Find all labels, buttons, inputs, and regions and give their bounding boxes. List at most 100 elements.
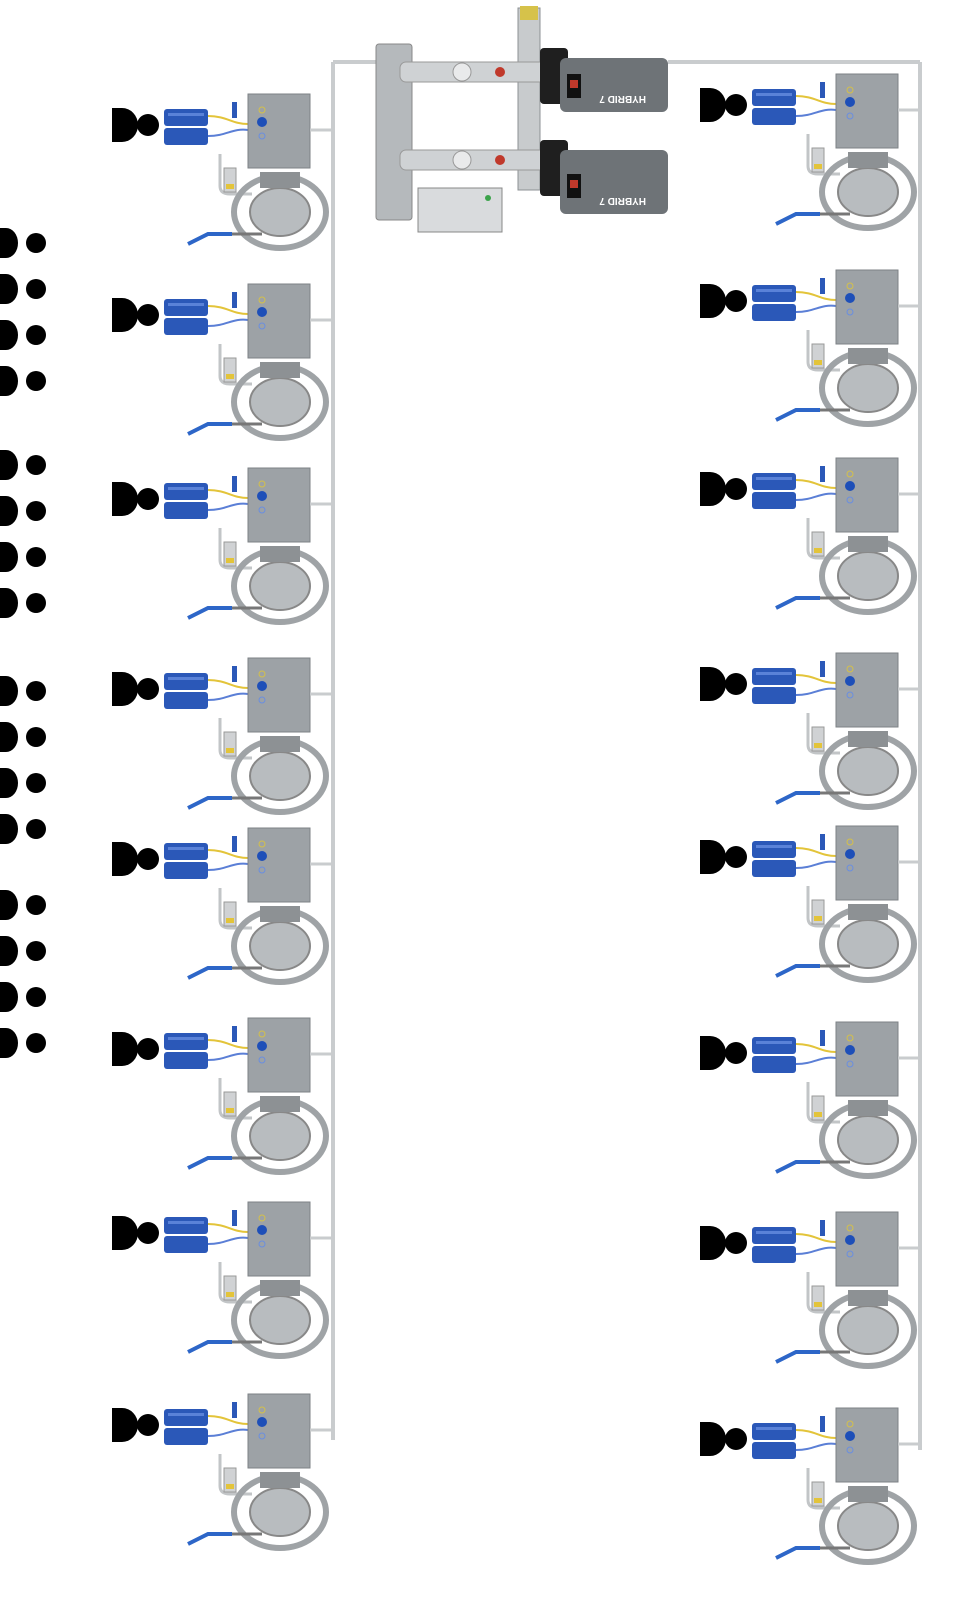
dispenser-stripe (168, 113, 204, 116)
car-icon-dot (725, 1232, 747, 1254)
yellow-hose (795, 291, 837, 301)
hose-reel-hub (249, 561, 311, 611)
station-left-7 (112, 1201, 333, 1359)
reel-hose (806, 1082, 840, 1124)
valve-handle (232, 666, 237, 682)
blue-dispenser-upper (164, 1409, 208, 1426)
cabinet-port (258, 1432, 266, 1440)
cabinet-indicator (846, 282, 854, 290)
blue-dispenser-lower (752, 1246, 796, 1263)
blue-dispenser-lower (164, 128, 208, 145)
car-icon (112, 672, 138, 706)
car-icon-dot (137, 1222, 159, 1244)
cabinet-knob (257, 307, 267, 317)
station-left-5 (112, 827, 333, 985)
cabinet-indicator (258, 296, 266, 304)
yellow-hose (795, 847, 837, 857)
yellow-hose (207, 115, 249, 125)
dispenser-stripe (756, 845, 792, 848)
cabinet-port (258, 1240, 266, 1248)
cabinet-knob (845, 293, 855, 303)
car-icon (112, 298, 138, 332)
car-icon-dot (26, 895, 46, 915)
hose-reel-hub (837, 551, 899, 601)
cabinet-knob (845, 849, 855, 859)
cabinet-port (258, 132, 266, 140)
spray-gun (775, 791, 820, 805)
car-icon-dot (725, 1428, 747, 1450)
station-left-2 (112, 283, 333, 441)
cabinet-knob (257, 681, 267, 691)
cabinet-indicator (846, 1420, 854, 1428)
legend-vehicle-icon-3 (0, 320, 46, 350)
flow-meter-tag (814, 164, 822, 169)
car-icon (0, 450, 18, 480)
spray-gun (775, 1160, 820, 1174)
car-icon (112, 1032, 138, 1066)
legend-vehicle-icon-1 (0, 228, 46, 258)
lower-motor (560, 150, 668, 214)
blue-dispenser-lower (164, 862, 208, 879)
flow-meter-tag (226, 918, 234, 923)
legend-vehicle-icon-4 (0, 366, 46, 396)
blue-dispenser-lower (752, 304, 796, 321)
reel-mount (260, 362, 300, 378)
car-icon (700, 284, 726, 318)
hose-reel-hub (249, 1111, 311, 1161)
legend-vehicle-icon-7 (0, 542, 46, 572)
car-icon (0, 814, 18, 844)
car-icon-dot (26, 279, 46, 299)
legend-vehicle-icon-14 (0, 936, 46, 966)
blue-dispenser-upper (752, 1423, 796, 1440)
reel-hose (218, 1078, 252, 1120)
valve-handle (820, 1030, 825, 1046)
station-left-8 (112, 1393, 333, 1551)
control-cabinet (835, 457, 899, 533)
station-left-3 (112, 467, 333, 625)
cabinet-indicator (258, 1406, 266, 1414)
reel-hose (806, 713, 840, 755)
hose-reel-hub (249, 377, 311, 427)
blue-hose (207, 502, 249, 511)
control-cabinet (835, 269, 899, 345)
car-icon-dot (26, 819, 46, 839)
valve-handle (820, 82, 825, 98)
upper-motor (560, 58, 668, 112)
car-icon-dot (26, 371, 46, 391)
spray-gun (187, 1340, 232, 1354)
hose-reel-hub (837, 1305, 899, 1355)
reel-mount (848, 152, 888, 168)
control-cabinet (835, 1021, 899, 1097)
hose-reel-hub (837, 167, 899, 217)
upper-filter (452, 62, 472, 82)
reel-mount (848, 536, 888, 552)
yellow-hose (795, 479, 837, 489)
cabinet-indicator (846, 838, 854, 846)
cabinet-knob (845, 481, 855, 491)
car-icon-dot (26, 1033, 46, 1053)
blue-dispenser-lower (164, 1052, 208, 1069)
cabinet-indicator (846, 86, 854, 94)
blue-hose (207, 128, 249, 137)
blue-hose (795, 304, 837, 313)
control-cabinet (835, 1211, 899, 1287)
spray-gun (187, 966, 232, 980)
cabinet-port (846, 691, 854, 699)
blue-dispenser-lower (752, 492, 796, 509)
cabinet-port (258, 506, 266, 514)
lower-valve-handle (495, 155, 505, 165)
flow-meter-tag (226, 748, 234, 753)
blue-dispenser-lower (164, 1236, 208, 1253)
control-cabinet (247, 283, 311, 359)
dispenser-stripe (168, 487, 204, 490)
blue-dispenser-upper (164, 673, 208, 690)
legend-vehicle-icon-10 (0, 722, 46, 752)
cabinet-indicator (846, 470, 854, 478)
yellow-hose (795, 95, 837, 105)
station-right-4 (700, 652, 920, 810)
cabinet-knob (845, 1235, 855, 1245)
car-icon-dot (26, 325, 46, 345)
car-icon (0, 768, 18, 798)
valve-handle (820, 1220, 825, 1236)
car-icon-dot (26, 501, 46, 521)
